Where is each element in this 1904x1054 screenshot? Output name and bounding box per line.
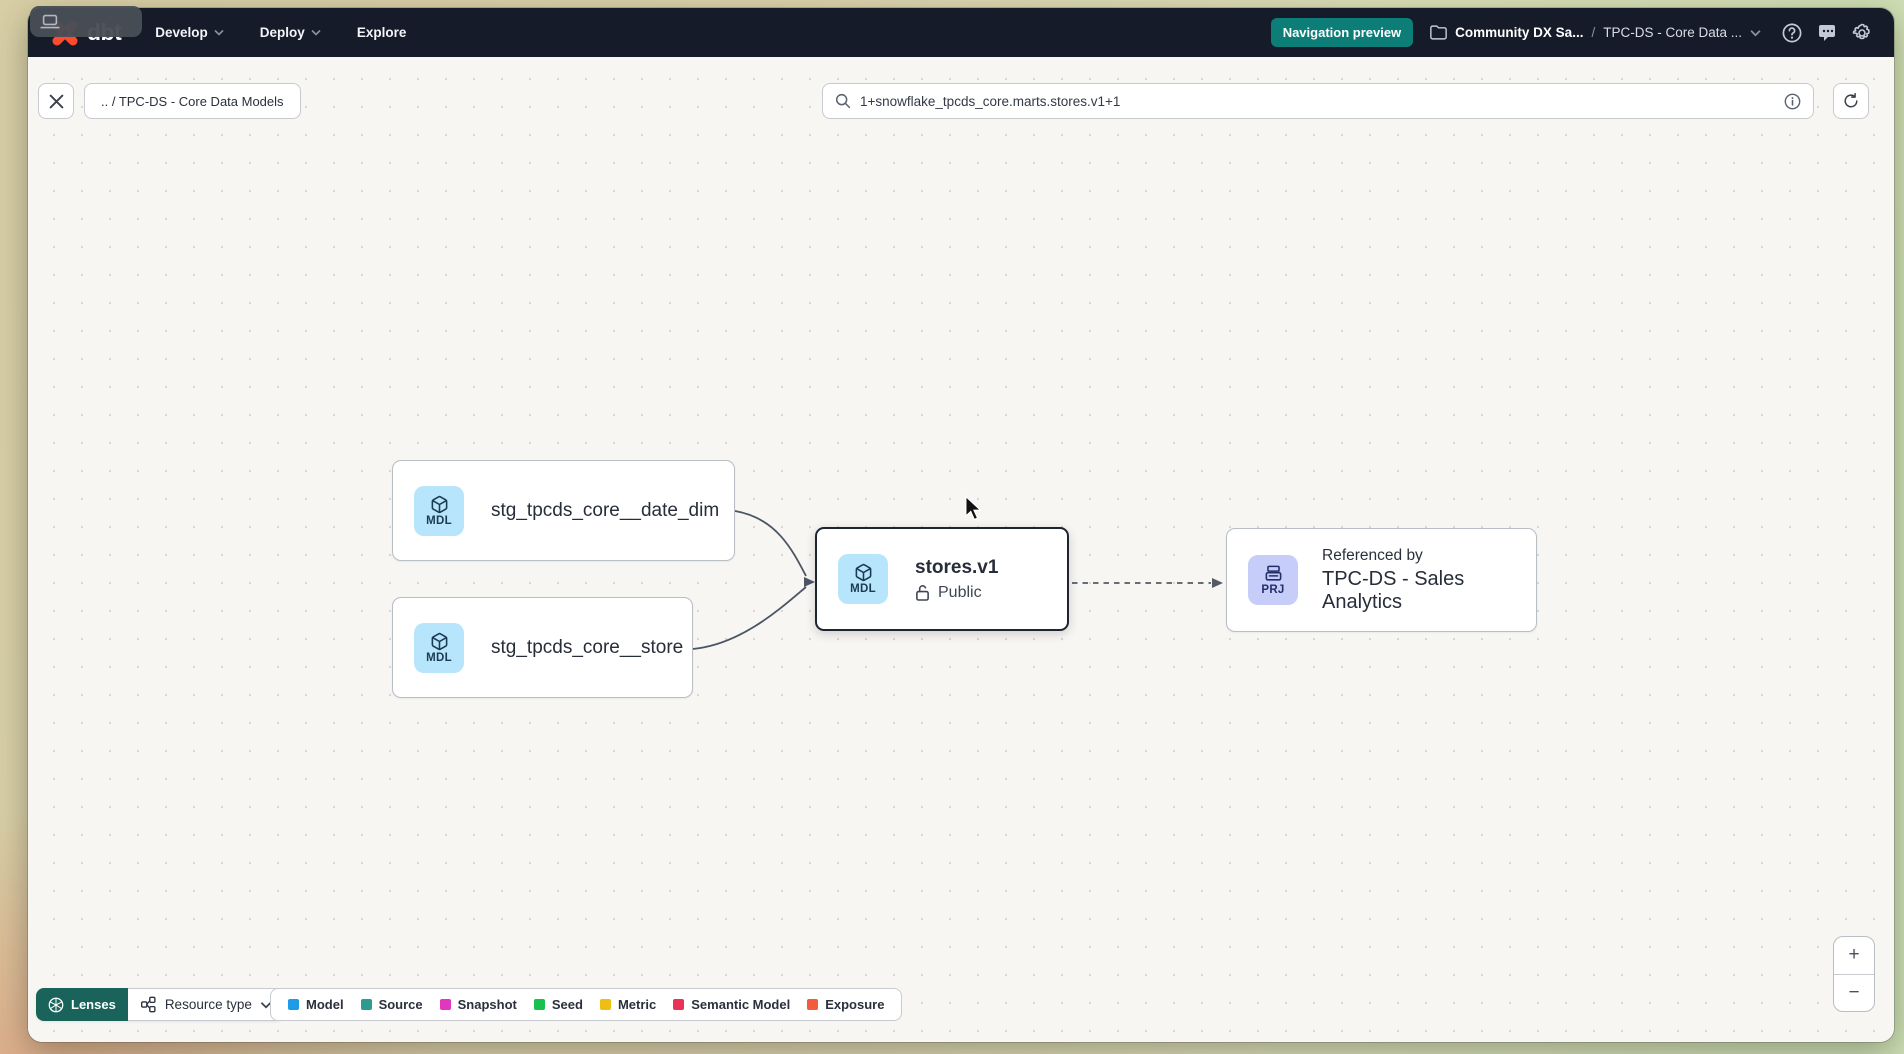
unlock-icon [915, 584, 930, 601]
canvas-zoom-controls: + − [1833, 936, 1875, 1012]
main-menu: Develop Deploy Explore [155, 25, 406, 40]
feedback-icon[interactable] [1817, 23, 1837, 43]
refresh-lineage-button[interactable] [1833, 83, 1869, 119]
node-label: stores.v1 [915, 557, 998, 579]
resource-type-legend: Model Source Snapshot Seed Metric Semant… [270, 988, 902, 1021]
node-label: stg_tpcds_core__date_dim [491, 500, 719, 522]
legend-item-exposure: Exposure [807, 997, 884, 1012]
menu-develop[interactable]: Develop [155, 25, 224, 40]
legend-swatch [600, 999, 611, 1010]
node-label: stg_tpcds_core__store [491, 637, 683, 659]
legend-item-seed: Seed [534, 997, 583, 1012]
legend-swatch [361, 999, 372, 1010]
node-visibility: Public [915, 584, 998, 602]
mouse-cursor [963, 495, 985, 521]
node-type-tag: PRJ [1261, 584, 1284, 596]
lens-controls: Lenses Resource type [36, 988, 285, 1021]
navigation-preview-badge[interactable]: Navigation preview [1271, 18, 1413, 47]
lineage-search-input[interactable] [860, 94, 1775, 109]
legend-swatch [440, 999, 451, 1010]
settings-gear-icon[interactable] [1852, 23, 1872, 43]
cube-icon [430, 495, 449, 514]
chevron-down-icon[interactable] [1750, 29, 1761, 37]
legend-swatch [534, 999, 545, 1010]
close-lineage-button[interactable] [38, 83, 74, 119]
legend-item-source: Source [361, 997, 423, 1012]
node-stg-tpcds-core-date-dim[interactable]: MDL stg_tpcds_core__date_dim [392, 460, 735, 561]
legend-item-snapshot: Snapshot [440, 997, 517, 1012]
app-window: dbt Develop Deploy Explore Navigation pr… [28, 8, 1894, 1042]
project-icon: PRJ [1248, 555, 1298, 605]
node-type-tag: MDL [426, 652, 452, 664]
info-icon[interactable] [1784, 93, 1801, 110]
laptop-icon [40, 14, 60, 30]
breadcrumb-project[interactable]: TPC-DS - Core Data ... [1603, 25, 1742, 40]
node-visibility-label: Public [938, 584, 982, 602]
legend-item-semantic-model: Semantic Model [673, 997, 790, 1012]
menu-explore[interactable]: Explore [357, 25, 407, 40]
node-text-block: stores.v1 Public [915, 557, 998, 602]
refresh-icon [1843, 93, 1859, 109]
folder-icon [1430, 25, 1447, 40]
legend-item-metric: Metric [600, 997, 656, 1012]
node-stores-v1[interactable]: MDL stores.v1 Public [815, 527, 1069, 631]
menu-deploy[interactable]: Deploy [260, 25, 321, 40]
search-icon [835, 93, 851, 109]
legend-swatch [807, 999, 818, 1010]
node-text-block: Referenced by TPC-DS - Sales Analytics [1322, 547, 1512, 614]
stack-icon [1264, 564, 1283, 583]
help-icon[interactable] [1782, 23, 1802, 43]
model-icon: MDL [838, 554, 888, 604]
lenses-button[interactable]: Lenses [36, 988, 128, 1021]
node-type-tag: MDL [850, 583, 876, 595]
model-icon: MDL [414, 486, 464, 536]
screen-share-indicator[interactable] [30, 6, 142, 37]
lineage-search-box [822, 83, 1814, 119]
cube-icon [854, 563, 873, 582]
top-navbar: dbt Develop Deploy Explore Navigation pr… [28, 8, 1894, 57]
zoom-in-button[interactable]: + [1834, 937, 1874, 975]
resource-type-dropdown[interactable]: Resource type [128, 988, 285, 1021]
chevron-down-icon [214, 29, 224, 36]
legend-swatch [288, 999, 299, 1010]
node-label: TPC-DS - Sales Analytics [1322, 568, 1512, 614]
close-icon [49, 94, 64, 109]
node-type-tag: MDL [426, 515, 452, 527]
zoom-out-button[interactable]: − [1834, 975, 1874, 1012]
resource-type-icon [140, 996, 157, 1013]
chevron-down-icon [311, 29, 321, 36]
lineage-path-chip[interactable]: .. / TPC-DS - Core Data Models [84, 83, 301, 119]
breadcrumb: Community DX Sa... / TPC-DS - Core Data … [1430, 25, 1761, 40]
resource-type-label: Resource type [165, 997, 252, 1012]
navbar-right: Navigation preview Community DX Sa... / … [1271, 18, 1872, 47]
lenses-label: Lenses [71, 997, 116, 1012]
node-sublabel: Referenced by [1322, 547, 1512, 565]
legend-swatch [673, 999, 684, 1010]
model-icon: MDL [414, 623, 464, 673]
lens-aperture-icon [48, 997, 64, 1013]
navbar-icon-group [1782, 23, 1872, 43]
node-referenced-by-sales-analytics[interactable]: PRJ Referenced by TPC-DS - Sales Analyti… [1226, 528, 1537, 632]
node-stg-tpcds-core-store[interactable]: MDL stg_tpcds_core__store [392, 597, 693, 698]
breadcrumb-account[interactable]: Community DX Sa... [1455, 25, 1583, 40]
breadcrumb-separator: / [1591, 25, 1595, 40]
legend-item-model: Model [288, 997, 344, 1012]
cube-icon [430, 632, 449, 651]
lineage-canvas[interactable]: .. / TPC-DS - Core Data Models [28, 57, 1894, 1042]
